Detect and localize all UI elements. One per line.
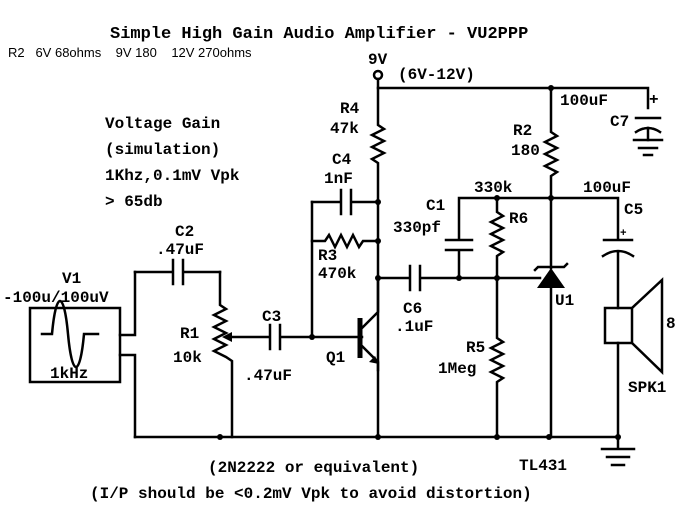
wiper-arrow-icon (222, 332, 232, 342)
q1-label: Q1 (326, 349, 345, 367)
supply-rail (376, 77, 650, 110)
capacitor-c6 (376, 264, 542, 292)
c1-label: C1 (426, 197, 445, 215)
speaker-icon (630, 277, 664, 375)
r4-value: 47k (330, 120, 359, 138)
v1-value: -100u/100uV (3, 289, 109, 307)
c2-value: .47uF (156, 241, 204, 259)
c4-label: C4 (332, 151, 352, 169)
speaker-spk1 (603, 277, 664, 439)
spk1-label: SPK1 (628, 379, 666, 397)
v1-freq: 1kHz (50, 365, 88, 383)
potentiometer-r1 (211, 270, 234, 439)
c5-label: C5 (624, 201, 643, 219)
u1-label: U1 (555, 292, 574, 310)
c7-plus: + (649, 91, 659, 109)
capacitor-c5 (549, 196, 635, 310)
resistor-r3 (310, 232, 380, 250)
ground-icon (632, 138, 664, 157)
r2-value: 180 (511, 142, 540, 160)
ground-icon (600, 435, 636, 467)
supply-range: (6V-12V) (398, 66, 475, 84)
r3-label: R3 (318, 247, 337, 265)
gain-note-line: (simulation) (105, 141, 220, 159)
v1-label: V1 (62, 270, 81, 288)
capacitor-c2 (133, 258, 222, 286)
gain-note-line: Voltage Gain (105, 115, 220, 133)
gain-note-line: > 65db (105, 193, 163, 211)
r6-label: R6 (509, 210, 528, 228)
r5-label: R5 (466, 339, 485, 357)
junction-dot (375, 434, 381, 440)
c5-value: 100uF (583, 179, 631, 197)
r3-value: 470k (318, 265, 357, 283)
c5-plus: + (620, 228, 627, 240)
transistor-q1 (310, 276, 380, 439)
transistor-note: (2N2222 or equivalent) (208, 459, 419, 477)
c1-value: 330pf (393, 219, 441, 237)
resistor-r4 (369, 86, 387, 372)
r2-values-note: R2 6V 68ohms 9V 180 12V 270ohms (8, 45, 252, 60)
sine-wave-icon (40, 299, 100, 369)
resistor-r6 (488, 196, 506, 280)
signal-source-v1 (28, 270, 137, 439)
capacitor-c4 (310, 188, 380, 216)
r1-label: R1 (180, 325, 199, 343)
resistor-r2 (542, 86, 560, 270)
gain-note-line: 1Khz,0.1mV Vpk (105, 167, 240, 185)
spk1-value: 8 (666, 315, 676, 333)
supply-label: 9V (368, 51, 388, 69)
shunt-regulator-u1 (533, 262, 569, 439)
r6-value: 330k (474, 179, 513, 197)
r4-label: R4 (340, 100, 360, 118)
c6-value: .1uF (395, 318, 433, 336)
capacitor-c1 (444, 196, 553, 280)
r5-value: 1Meg (438, 360, 476, 378)
r1-value: 10k (173, 349, 202, 367)
input-level-note: (I/P should be <0.2mV Vpk to avoid disto… (90, 485, 532, 503)
junction-dot (217, 434, 223, 440)
u1-part: TL431 (519, 457, 567, 475)
capacitor-c3 (228, 323, 314, 351)
c6-label: C6 (403, 300, 422, 318)
c4-value: 1nF (324, 170, 353, 188)
diagram-title: Simple High Gain Audio Amplifier - VU2PP… (110, 25, 528, 44)
c3-label: C3 (262, 308, 281, 326)
resistor-r5 (488, 276, 506, 439)
c7-label: C7 (610, 113, 629, 131)
capacitor-c7 (632, 116, 664, 157)
c3-value: .47uF (244, 367, 292, 385)
c2-label: C2 (175, 223, 194, 241)
c7-value: 100uF (560, 92, 608, 110)
r2-label: R2 (513, 122, 532, 140)
